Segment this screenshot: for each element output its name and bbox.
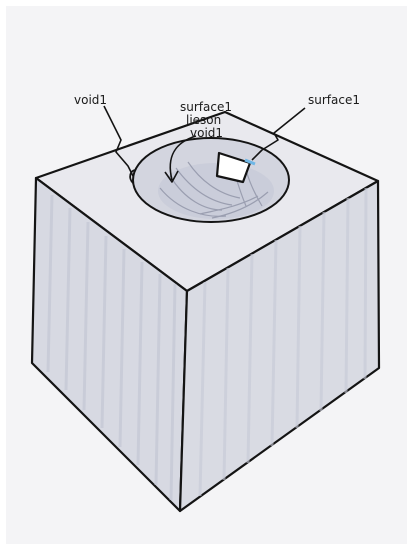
surface-patch-highlight [244, 158, 256, 166]
center-label-line3: void1 [190, 126, 223, 140]
surface-leader-line [251, 107, 306, 161]
surface-patch [215, 151, 252, 184]
surface-label-right: surface1 [308, 93, 360, 107]
center-label-line1: surface1 [180, 100, 232, 114]
void-rim-notch [129, 169, 137, 184]
cube-right-face [178, 179, 381, 513]
center-leader-arrowhead [164, 170, 179, 183]
right-face-marker-strokes [198, 187, 368, 497]
void-label-left: void1 [74, 93, 107, 107]
left-face-marker-strokes [46, 194, 177, 501]
void-leader-line [103, 105, 134, 177]
center-leader-curve [169, 135, 197, 181]
center-label-line2: lieson [186, 113, 221, 127]
